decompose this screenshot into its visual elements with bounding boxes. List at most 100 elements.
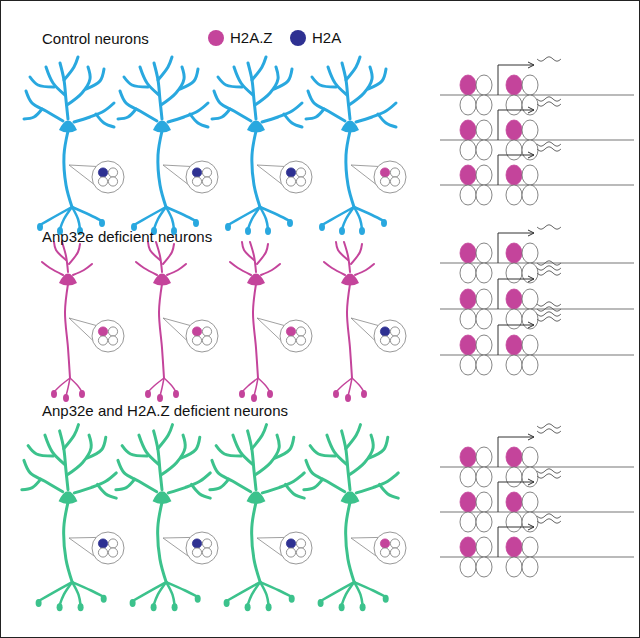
histone	[296, 327, 305, 336]
histone	[522, 289, 538, 309]
neurite	[140, 67, 159, 95]
synaptic-bouton	[289, 595, 295, 603]
neurite	[158, 502, 167, 582]
soma	[341, 274, 359, 286]
tss-arrow	[498, 155, 534, 185]
zoom-circle	[374, 532, 406, 564]
neurite	[45, 435, 65, 464]
zoom-circle	[280, 161, 312, 193]
soma	[341, 121, 359, 133]
histone	[380, 168, 389, 177]
histone	[98, 336, 107, 345]
histone	[476, 243, 492, 263]
zoom-line	[257, 165, 284, 166]
histone	[522, 557, 538, 577]
tss-arrow	[498, 65, 534, 95]
transcript	[537, 302, 561, 306]
neurite	[28, 446, 53, 457]
neuron	[42, 242, 124, 402]
zoom-circle	[374, 320, 406, 352]
transcript	[537, 317, 561, 321]
neuron	[118, 57, 218, 235]
zoom-line	[69, 537, 96, 539]
histone	[286, 539, 295, 548]
histone	[286, 177, 295, 186]
zoom-circle	[280, 532, 312, 564]
histone	[108, 327, 117, 336]
histone	[192, 539, 201, 548]
neurite	[346, 57, 360, 80]
histone	[380, 336, 389, 345]
synaptic-bouton	[172, 603, 178, 611]
neurite	[312, 77, 336, 87]
axon-terminal	[66, 378, 70, 396]
neurite	[252, 131, 260, 207]
histone	[460, 309, 476, 329]
histone	[390, 327, 399, 336]
axon-terminal	[60, 582, 73, 605]
zoom-line	[163, 537, 190, 539]
axon-terminal	[133, 582, 167, 601]
synaptic-bouton	[239, 390, 245, 398]
neurite	[167, 264, 186, 275]
tss-arrow	[498, 482, 534, 512]
soma	[247, 274, 265, 286]
neurite	[274, 69, 292, 89]
histone	[506, 355, 522, 375]
neurite	[118, 109, 136, 119]
histone	[476, 120, 492, 140]
histone	[108, 336, 117, 345]
histone	[506, 512, 522, 532]
axon-terminal	[70, 378, 82, 392]
row-title: Anp32e deficient neurons	[42, 228, 212, 246]
neurite	[242, 242, 254, 260]
transcript	[537, 102, 561, 106]
histone	[522, 492, 538, 512]
soma	[341, 491, 360, 504]
histone	[98, 168, 107, 177]
gene-track	[440, 225, 634, 283]
soma	[153, 491, 172, 504]
histone	[460, 537, 476, 557]
axon-terminal	[321, 582, 355, 601]
histone	[506, 243, 522, 263]
transcript	[537, 57, 561, 61]
histone	[476, 95, 492, 115]
histone	[390, 168, 399, 177]
histone	[476, 140, 492, 160]
histone	[506, 492, 522, 512]
histone	[522, 447, 538, 467]
histone	[522, 95, 538, 115]
synaptic-bouton	[130, 599, 136, 607]
neurite	[158, 131, 166, 207]
neurite	[346, 131, 354, 207]
histone	[506, 165, 522, 185]
neurite	[180, 69, 198, 89]
transcript	[537, 514, 561, 518]
neuron	[116, 425, 218, 612]
transcript	[537, 147, 561, 151]
axon-terminal	[258, 378, 270, 392]
transcript	[537, 261, 561, 265]
neurite	[124, 77, 148, 87]
tss-arrow	[498, 325, 534, 355]
histone	[506, 120, 522, 140]
axon-terminal	[154, 207, 166, 229]
synaptic-bouton	[267, 390, 273, 398]
histone	[476, 335, 492, 355]
neurite	[356, 103, 396, 122]
histone	[98, 177, 107, 186]
histone	[380, 539, 389, 548]
axon-terminal	[160, 378, 164, 396]
neurite	[255, 435, 279, 475]
neurite	[64, 57, 78, 80]
histone	[506, 95, 522, 115]
histone	[506, 263, 522, 283]
neurite	[347, 284, 352, 378]
neurite	[64, 502, 73, 582]
axon-terminal	[260, 207, 290, 221]
histone	[476, 165, 492, 185]
soma	[247, 121, 265, 133]
synaptic-bouton	[319, 223, 325, 231]
